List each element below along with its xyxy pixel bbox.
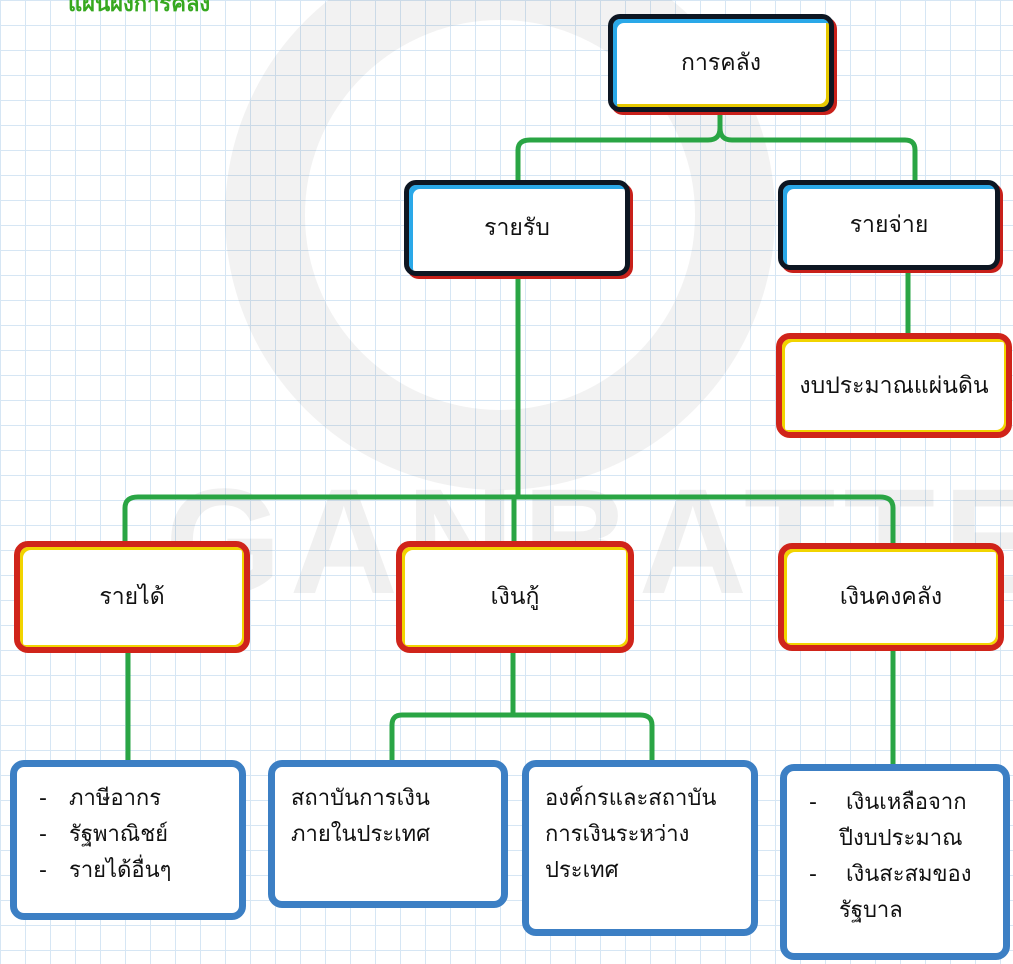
node-expense: รายจ่าย xyxy=(778,180,1000,270)
page-title: แผนผังการคลัง xyxy=(68,0,211,17)
intl-finance-line1: องค์กรและสถาบัน xyxy=(545,786,717,811)
node-revenue-items: ภาษีอากร รัฐพาณิชย์ รายได้อื่นๆ xyxy=(10,760,246,920)
treasury-items-list: เงินเหลือจาก ปีงบประมาณ เงินสะสมของ รัฐบ… xyxy=(809,785,971,929)
node-root-label: การคลัง xyxy=(681,50,761,76)
list-item: เงินสะสมของ รัฐบาล xyxy=(809,857,971,929)
node-income: รายรับ xyxy=(404,180,630,276)
node-budget: งบประมาณแผ่นดิน xyxy=(776,333,1012,438)
domestic-finance-line1: สถาบันการเงิน xyxy=(291,786,430,811)
revenue-items-list: ภาษีอากร รัฐพาณิชย์ รายได้อื่นๆ xyxy=(39,781,171,889)
intl-finance-line3: ประเทศ xyxy=(545,858,619,883)
list-item: รัฐพาณิชย์ xyxy=(39,817,171,853)
list-item: รายได้อื่นๆ xyxy=(39,853,171,889)
node-revenue: รายได้ xyxy=(14,541,250,653)
list-item: ภาษีอากร xyxy=(39,781,171,817)
domestic-finance-line2: ภายในประเทศ xyxy=(291,822,431,847)
node-loan: เงินกู้ xyxy=(396,541,634,653)
node-international-finance: องค์กรและสถาบัน การเงินระหว่าง ประเทศ xyxy=(522,760,758,936)
node-budget-label: งบประมาณแผ่นดิน xyxy=(799,372,989,399)
node-domestic-finance: สถาบันการเงิน ภายในประเทศ xyxy=(268,760,508,908)
intl-finance-line2: การเงินระหว่าง xyxy=(545,822,690,847)
node-treasury-items: เงินเหลือจาก ปีงบประมาณ เงินสะสมของ รัฐบ… xyxy=(780,764,1010,960)
node-treasury: เงินคงคลัง xyxy=(778,543,1004,651)
list-item: เงินเหลือจาก ปีงบประมาณ xyxy=(809,785,971,857)
node-income-label: รายรับ xyxy=(484,215,550,241)
node-expense-label: รายจ่าย xyxy=(849,212,929,238)
node-loan-label: เงินกู้ xyxy=(490,584,540,610)
node-treasury-label: เงินคงคลัง xyxy=(839,584,943,610)
node-revenue-label: รายได้ xyxy=(99,584,165,610)
node-root: การคลัง xyxy=(608,14,834,112)
